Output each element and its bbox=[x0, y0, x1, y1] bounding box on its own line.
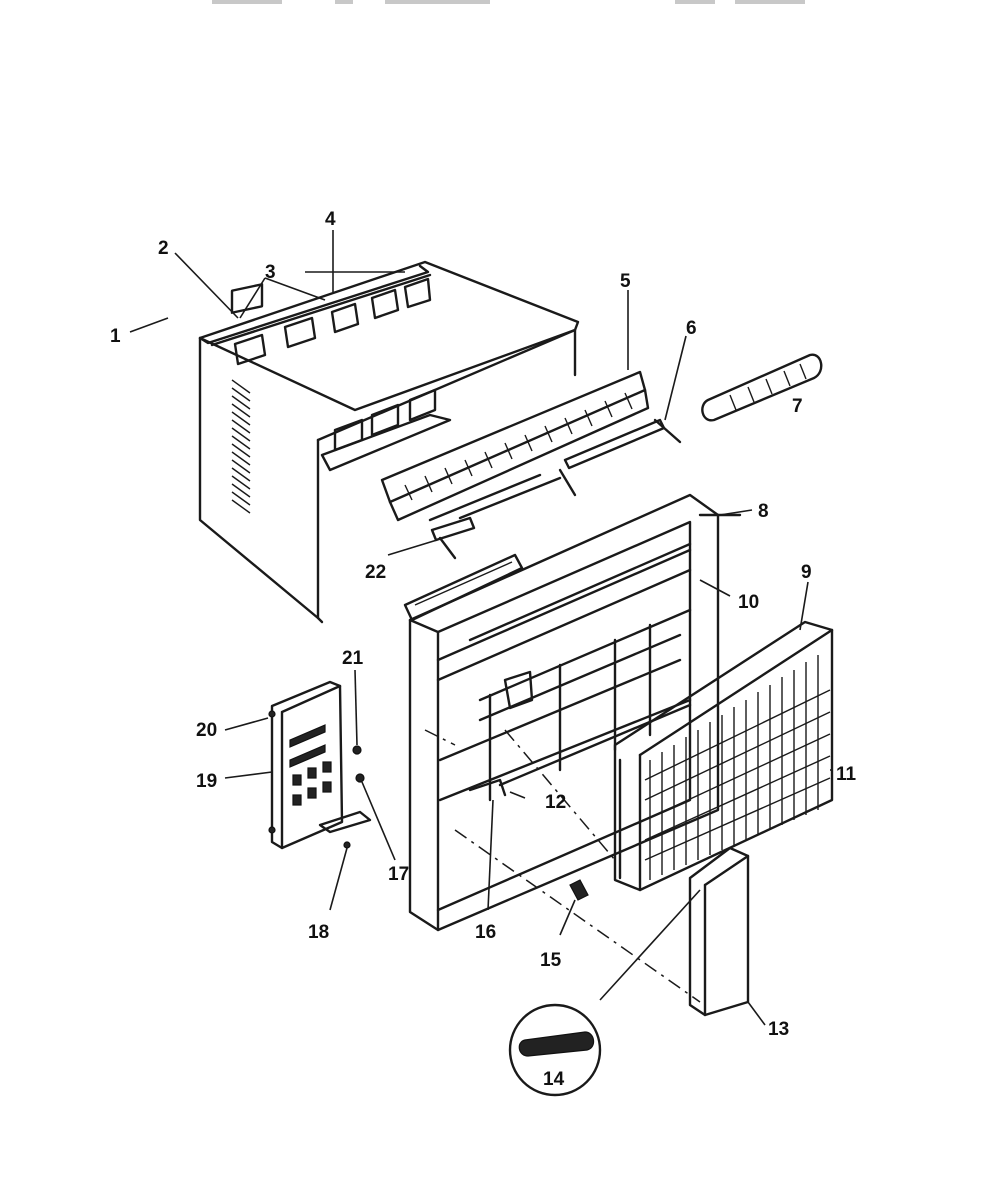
top-crop-strip bbox=[212, 0, 805, 4]
filter-roll bbox=[701, 353, 823, 422]
callout-9: 9 bbox=[801, 562, 812, 583]
callout-5: 5 bbox=[620, 271, 631, 292]
front-frame bbox=[408, 493, 742, 932]
callout-7: 7 bbox=[792, 396, 803, 417]
callout-labels: 1 2 3 4 5 6 7 8 9 10 11 12 13 14 15 16 1… bbox=[110, 209, 857, 1090]
callout-21: 21 bbox=[342, 648, 364, 669]
callout-17: 17 bbox=[388, 864, 409, 885]
side-panel bbox=[688, 846, 750, 1017]
deflector-rod bbox=[563, 418, 682, 470]
callout-13: 13 bbox=[768, 1019, 789, 1040]
callout-3: 3 bbox=[265, 262, 276, 283]
cabinet-shell bbox=[198, 260, 580, 624]
callout-11: 11 bbox=[836, 764, 857, 785]
callout-18: 18 bbox=[308, 922, 329, 943]
callout-14: 14 bbox=[543, 1069, 565, 1090]
callout-10: 10 bbox=[738, 592, 759, 613]
alignment-lines bbox=[424, 729, 701, 1003]
callout-12: 12 bbox=[545, 792, 566, 813]
callout-2: 2 bbox=[158, 238, 169, 259]
control-panel bbox=[268, 680, 372, 850]
callout-8: 8 bbox=[758, 501, 769, 522]
frame-top-strip bbox=[403, 553, 524, 622]
callout-16: 16 bbox=[475, 922, 496, 943]
callout-1: 1 bbox=[110, 326, 121, 347]
callout-6: 6 bbox=[686, 318, 697, 339]
grille-panel bbox=[613, 620, 834, 892]
callout-19: 19 bbox=[196, 771, 217, 792]
louver-bar bbox=[380, 370, 650, 522]
callout-22: 22 bbox=[365, 562, 386, 583]
callout-15: 15 bbox=[540, 950, 562, 971]
detail-circle bbox=[508, 889, 701, 1097]
leader-lines bbox=[129, 230, 832, 1026]
bracket-22 bbox=[430, 516, 476, 560]
callout-20: 20 bbox=[196, 720, 217, 741]
small-parts bbox=[343, 745, 589, 901]
callout-4: 4 bbox=[325, 209, 336, 230]
